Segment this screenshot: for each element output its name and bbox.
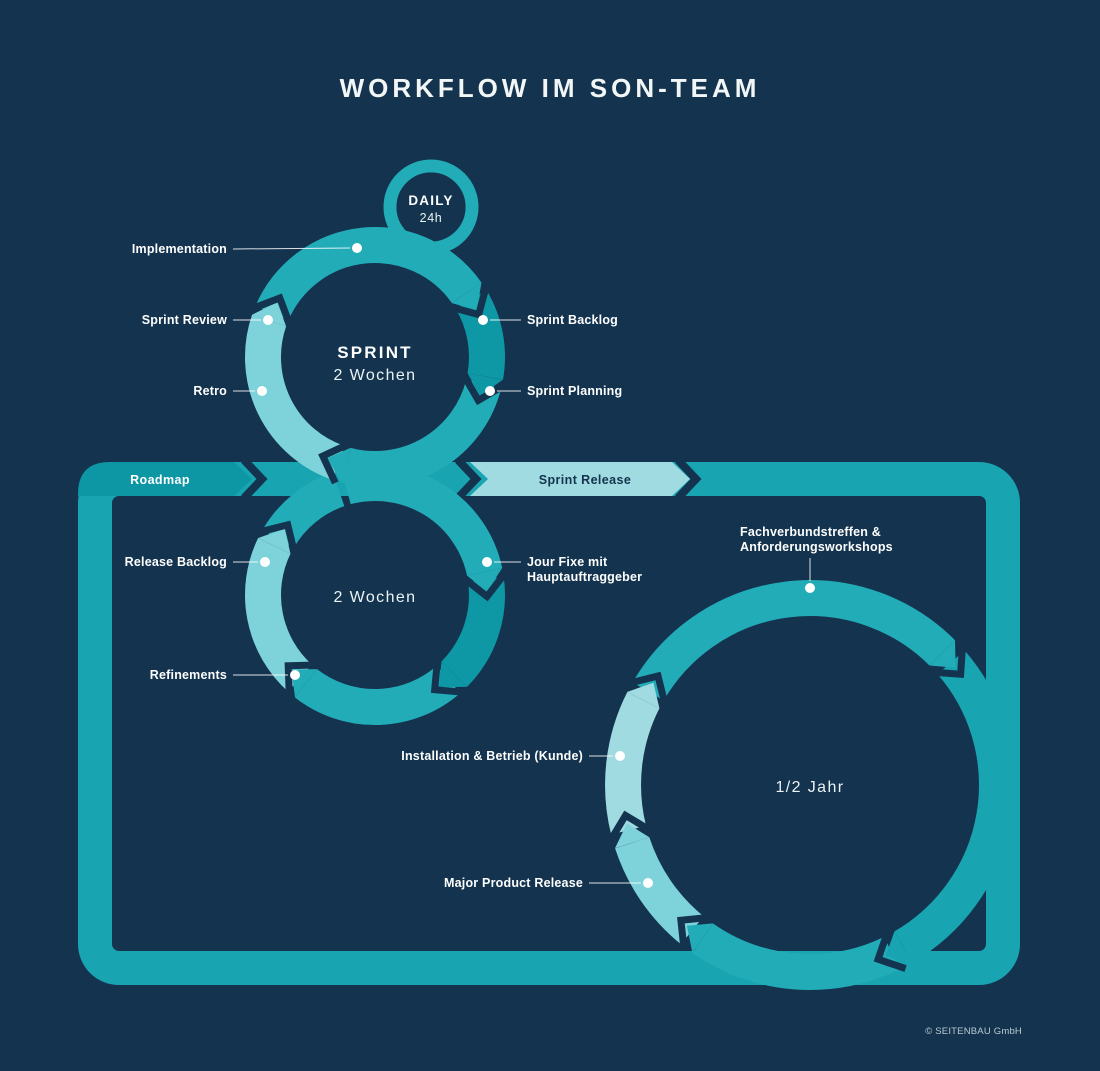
label-release-backlog: Release Backlog xyxy=(125,555,227,569)
daily-duration: 24h xyxy=(420,211,443,225)
arrowhead xyxy=(686,923,714,953)
ring-segment xyxy=(255,227,482,321)
chevron-gap xyxy=(461,375,506,406)
roadmap-arrow xyxy=(78,462,252,496)
ring-interior xyxy=(396,172,466,242)
arrowhead xyxy=(327,447,351,483)
chevron-gap xyxy=(932,644,967,678)
sprint-release-label: Sprint Release xyxy=(539,473,631,487)
chevron-gap xyxy=(250,293,293,325)
connector-dot xyxy=(352,243,362,253)
connector-dot xyxy=(290,670,300,680)
connector-dot xyxy=(485,386,495,396)
footer-credit: © SEITENBAU GmbH xyxy=(925,1026,1022,1037)
connector-line xyxy=(232,247,351,250)
chevron-gap xyxy=(284,661,316,696)
half-year-duration: 1/2 Jahr xyxy=(775,779,844,796)
arrowhead xyxy=(252,302,287,327)
sprint-duration: 2 Wochen xyxy=(334,367,417,384)
chevron-gap xyxy=(241,457,268,501)
release-duration: 2 Wochen xyxy=(334,589,417,606)
labels: WORKFLOW IM SON-TEAM DAILY 24h SPRINT 2 … xyxy=(125,73,1022,1037)
chevron-gap xyxy=(677,914,709,950)
roadmap-label: Roadmap xyxy=(130,473,190,487)
label-fachverbund-line2: Anforderungsworkshops xyxy=(740,540,893,554)
label-sprint-planning: Sprint Planning xyxy=(527,384,622,398)
chevron-gap xyxy=(463,571,508,602)
arrowhead xyxy=(438,661,467,687)
page-title: WORKFLOW IM SON-TEAM xyxy=(340,73,761,103)
chevron-gap xyxy=(318,441,349,485)
label-sprint-backlog: Sprint Backlog xyxy=(527,313,618,327)
daily-label: DAILY xyxy=(408,193,453,208)
arrowhead xyxy=(615,823,650,849)
label-installation: Installation & Betrieb (Kunde) xyxy=(401,749,583,763)
ring-segment xyxy=(245,314,345,480)
label-refinements: Refinements xyxy=(150,668,227,682)
half-year-ring xyxy=(605,580,1015,991)
ring-segment xyxy=(632,580,955,701)
sprint-label: SPRINT xyxy=(337,343,413,362)
ring-segment xyxy=(894,650,1015,963)
label-jour-fixe-line1: Jour Fixe mit xyxy=(527,555,608,569)
ring-segment xyxy=(294,665,461,725)
sprint-release-arrow xyxy=(470,462,690,496)
label-sprint-review: Sprint Review xyxy=(142,313,227,327)
connector-dot xyxy=(643,878,653,888)
chevron-gap xyxy=(455,457,482,501)
ring-segment xyxy=(341,379,502,487)
chevron-gap xyxy=(607,810,651,843)
sprint-ring xyxy=(245,227,506,487)
arrowhead xyxy=(885,931,913,963)
connector-dot xyxy=(257,386,267,396)
connector-dot xyxy=(615,751,625,761)
label-retro: Retro xyxy=(193,384,227,398)
connector-dot xyxy=(260,557,270,567)
label-major-release: Major Product Release xyxy=(444,876,583,890)
chevron-gap xyxy=(430,662,465,696)
label-jour-fixe-line2: Hauptauftraggeber xyxy=(527,570,642,584)
arrowhead xyxy=(466,568,503,592)
connector-dot xyxy=(478,315,488,325)
label-implementation: Implementation xyxy=(132,242,227,256)
connector-dot xyxy=(805,583,815,593)
chevron-gap xyxy=(628,671,669,704)
arrowhead xyxy=(452,282,482,311)
connector-dot xyxy=(263,315,273,325)
arrowhead xyxy=(929,640,956,668)
chevron-gap xyxy=(451,285,490,319)
chevron-gap xyxy=(873,931,907,972)
ring-segment xyxy=(245,538,313,692)
arrowhead xyxy=(467,373,503,396)
chevron-gap xyxy=(675,457,702,501)
release-ring xyxy=(245,465,508,725)
arrowhead xyxy=(258,528,291,554)
ring-segment xyxy=(692,923,900,991)
chevron-gap xyxy=(258,520,298,552)
arrowhead xyxy=(627,682,660,709)
label-fachverbund-line1: Fachverbundstreffen & xyxy=(740,525,881,539)
connector-dot xyxy=(482,557,492,567)
ring-segment xyxy=(605,691,660,835)
cycle-rings xyxy=(245,159,1015,991)
